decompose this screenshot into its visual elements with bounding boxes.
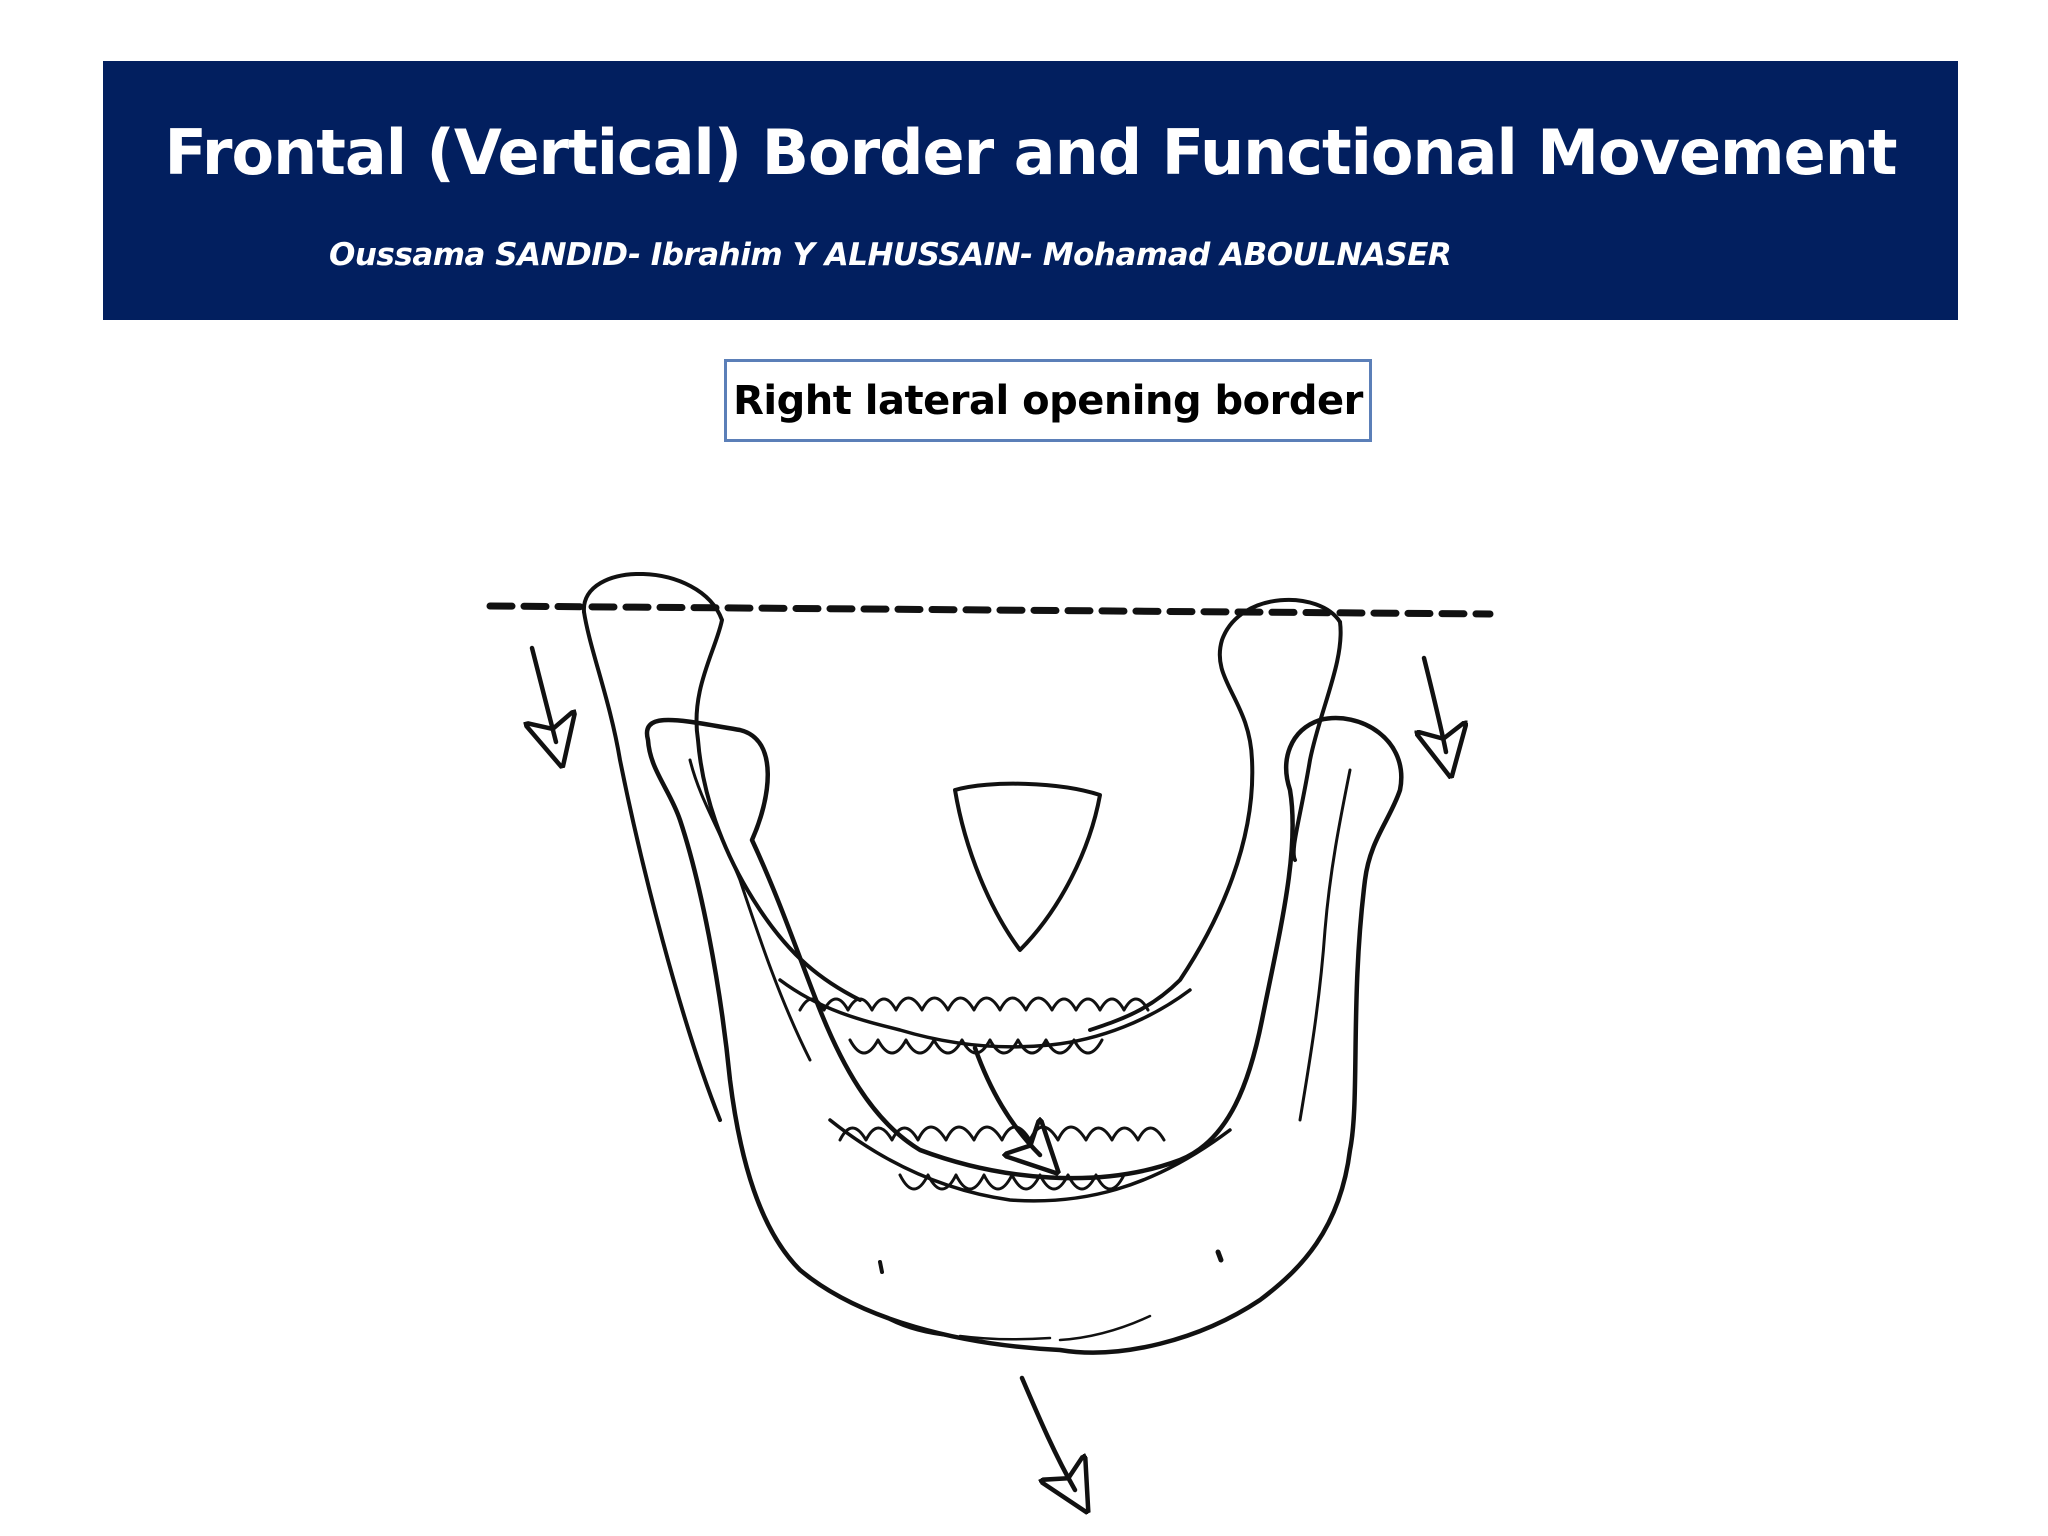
arrow-chin-down <box>1019 1375 1075 1490</box>
mental-foramen-left <box>878 1260 884 1274</box>
mental-triangle <box>953 781 1102 952</box>
diagram-label: Right lateral opening border <box>733 377 1363 424</box>
upper-outline-left <box>581 572 862 1002</box>
slide-authors: Oussama SANDID- Ibrahim Y ALHUSSAIN- Moh… <box>329 237 1452 273</box>
mental-foramen-right <box>1215 1249 1224 1263</box>
upper-teeth-row <box>798 996 1150 1012</box>
mandible-outline <box>644 715 1404 1355</box>
upper-outline-right <box>1088 597 1342 1032</box>
ramus-inner-right <box>1298 768 1352 1122</box>
upper-outline-right-outer <box>1291 620 1343 862</box>
arrow-left-condyle <box>532 645 556 742</box>
upper-dental-arch <box>778 978 1192 1049</box>
arrow-right-condyle <box>1424 655 1446 752</box>
ramus-inner-left <box>688 758 812 1062</box>
upper-outline-left-outer <box>582 610 722 1122</box>
slide-title: Frontal (Vertical) Border and Functional… <box>164 116 1898 189</box>
lower-teeth-row <box>838 1125 1166 1142</box>
lower-dental-arch <box>828 1118 1232 1203</box>
reference-dashed-line <box>486 602 1494 618</box>
chin-texture <box>888 1314 1152 1342</box>
title-banner: Frontal (Vertical) Border and Functional… <box>103 61 1958 320</box>
diagram-label-box: Right lateral opening border <box>724 359 1372 442</box>
arrow-incisal-path <box>972 1045 1040 1155</box>
